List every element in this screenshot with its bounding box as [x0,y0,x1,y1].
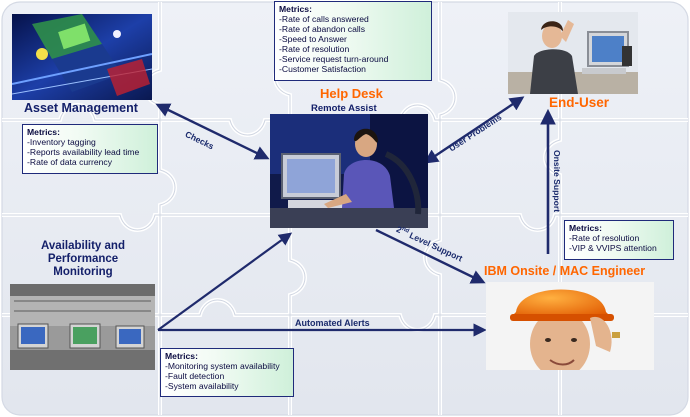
metric-item: -Speed to Answer [279,34,347,44]
help-desk-title: Help Desk [320,86,383,101]
help-desk-image [270,114,428,228]
end-user-title: End-User [549,95,610,110]
arrow-monitor-helpdesk [157,232,293,331]
ibm-onsite-metrics: Metrics: -Rate of resolution -VIP & VVIP… [564,220,674,260]
availability-metrics: Metrics: -Monitoring system availability… [160,348,294,397]
metrics-heading: Metrics: [165,351,198,361]
availability-title: Availability and Performance Monitoring [22,240,144,279]
availability-title-line: Availability and [41,240,125,252]
metrics-heading: Metrics: [27,127,60,137]
edge-label-automated-alerts: Automated Alerts [295,318,370,328]
end-user-image [508,12,638,94]
metrics-heading: Metrics: [279,4,312,14]
metric-item: -System availability [165,381,239,391]
asset-management-title: Asset Management [24,101,138,115]
metric-item: -Rate of calls answered [279,14,369,24]
ibm-onsite-title: IBM Onsite / MAC Engineer [484,264,646,278]
monitoring-room-image [10,284,155,370]
arrow-asset-helpdesk [155,103,270,160]
availability-title-line: Performance [47,253,119,265]
metric-item: -Reports availability lead time [27,147,140,157]
asset-management-image [12,14,152,100]
asset-management-metrics: Metrics: -Inventory tagging -Reports ava… [22,124,158,174]
metric-item: -Rate of resolution [569,233,640,243]
help-desk-subtitle: Remote Assist [311,103,377,114]
availability-title-line: Monitoring [53,266,113,278]
help-desk-metrics: Metrics: -Rate of calls answered -Rate o… [274,1,432,81]
metric-item: -Rate of resolution [279,44,350,54]
metric-item: -Service request turn-around [279,54,389,64]
metric-item: -Rate of abandon calls [279,24,365,34]
metric-item: -Monitoring system availability [165,361,280,371]
arrow-helpdesk-enduser [423,96,525,164]
arrow-helpdesk-onsite [375,228,486,284]
edge-label-onsite-support: Onsite Support [552,150,562,213]
metric-item: -Inventory tagging [27,137,96,147]
metric-item: -Fault detection [165,371,225,381]
ibm-onsite-engineer-image [486,282,654,370]
metric-item: -VIP & VVIPS attention [569,243,657,253]
metric-item: -Rate of data currency [27,157,113,167]
metrics-heading: Metrics: [569,223,602,233]
metric-item: -Customer Satisfaction [279,64,366,74]
